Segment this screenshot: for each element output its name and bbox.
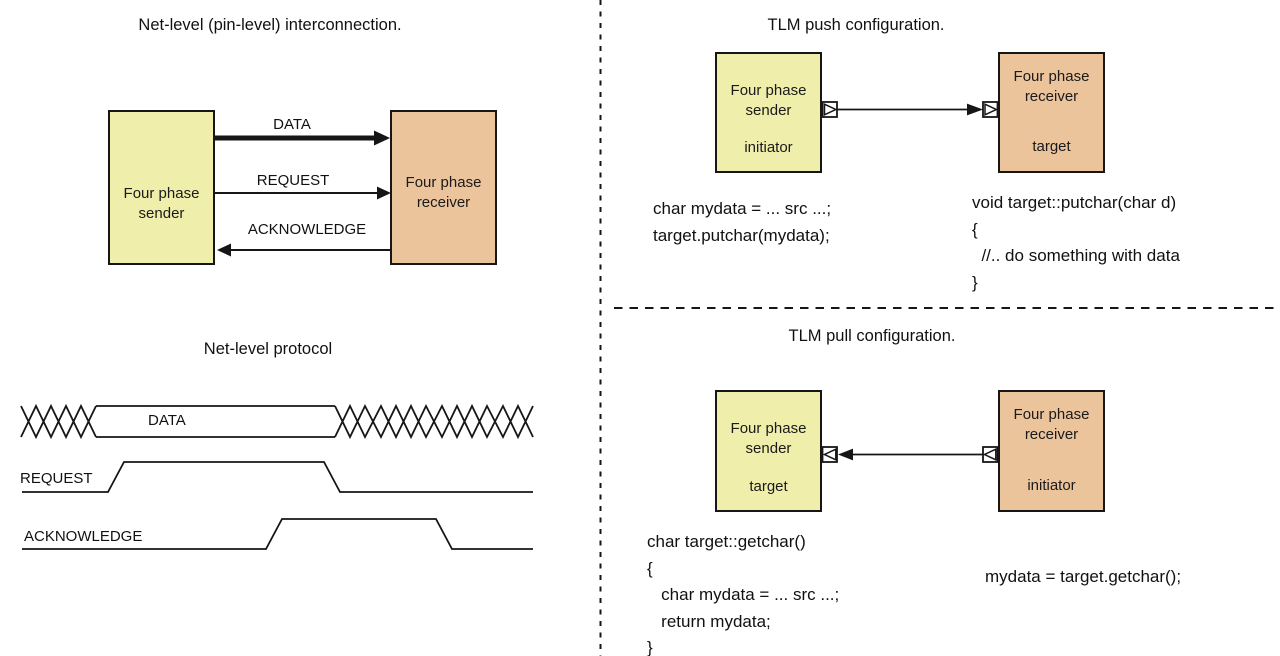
net-receiver-box: Four phase receiver <box>390 110 497 265</box>
pull-sender-port-triangle-icon <box>822 448 837 461</box>
pull-sender-port-icon <box>821 446 838 463</box>
net-level-title: Net-level (pin-level) interconnection. <box>138 16 402 34</box>
pull-receiver-port-icon <box>982 446 999 463</box>
push-sender-box: Four phase sender initiator <box>715 52 822 173</box>
push-connection <box>821 101 999 118</box>
request-waveform <box>22 461 533 493</box>
net-sender-label: Four phase sender <box>123 184 200 222</box>
net-sender-box: Four phase sender <box>108 110 215 265</box>
push-receiver-role: target <box>1032 138 1071 155</box>
push-title: TLM push configuration. <box>767 16 945 34</box>
pull-sender-label: Four phase sender <box>730 420 807 457</box>
acknowledge-wave-label: ACKNOWLEDGE <box>24 528 143 545</box>
push-arrowhead-icon <box>967 103 983 116</box>
pull-receiver-box: Four phase receiver initiator <box>998 390 1105 512</box>
bus-right-hatch-a <box>334 403 534 440</box>
push-receiver-box: Four phase receiver target <box>998 52 1105 173</box>
push-receiver-label: Four phase receiver <box>1013 68 1090 105</box>
request-signal-label: REQUEST <box>256 172 330 189</box>
protocol-title: Net-level protocol <box>203 340 333 358</box>
data-signal-label: DATA <box>273 116 311 133</box>
pull-receiver-role: initiator <box>1027 477 1076 494</box>
data-arrowhead-icon <box>374 130 390 146</box>
pull-connection <box>821 446 999 463</box>
bus-left-hatch-a <box>20 403 97 440</box>
push-sender-port-icon <box>821 101 838 118</box>
acknowledge-arrowhead-icon <box>217 243 231 257</box>
bus-right-hatch-b <box>334 403 534 440</box>
push-code-right: void target::putchar(char d) { //.. do s… <box>972 193 1180 292</box>
push-code-left: char mydata = ... src ...; target.putcha… <box>653 199 832 245</box>
acknowledge-arrow <box>217 243 390 257</box>
pull-arrowhead-icon <box>838 448 853 461</box>
data-bus-waveform <box>20 403 534 440</box>
pull-code-right: mydata = target.getchar(); <box>985 567 1182 586</box>
pull-sender-role: target <box>749 478 788 495</box>
push-sender-role: initiator <box>744 139 793 156</box>
pull-title: TLM pull configuration. <box>788 327 956 345</box>
pull-sender-box: Four phase sender target <box>715 390 822 512</box>
push-sender-port-triangle-icon <box>823 103 838 116</box>
pull-code-left: char target::getchar() { char mydata = .… <box>647 532 840 656</box>
bus-data-label: DATA <box>148 412 186 429</box>
push-sender-label: Four phase sender <box>730 82 807 119</box>
push-receiver-port-icon <box>982 101 999 118</box>
bus-left-hatch-b <box>20 403 97 440</box>
push-receiver-port-triangle-icon <box>984 103 999 116</box>
pull-receiver-port-triangle-icon <box>982 448 997 461</box>
bus-valid-rails <box>96 405 335 438</box>
net-receiver-label: Four phase receiver <box>405 173 482 211</box>
pull-receiver-label: Four phase receiver <box>1013 406 1090 443</box>
request-arrowhead-icon <box>377 186 391 200</box>
request-wave-label: REQUEST <box>20 470 93 487</box>
acknowledge-signal-label: ACKNOWLEDGE <box>247 221 367 238</box>
